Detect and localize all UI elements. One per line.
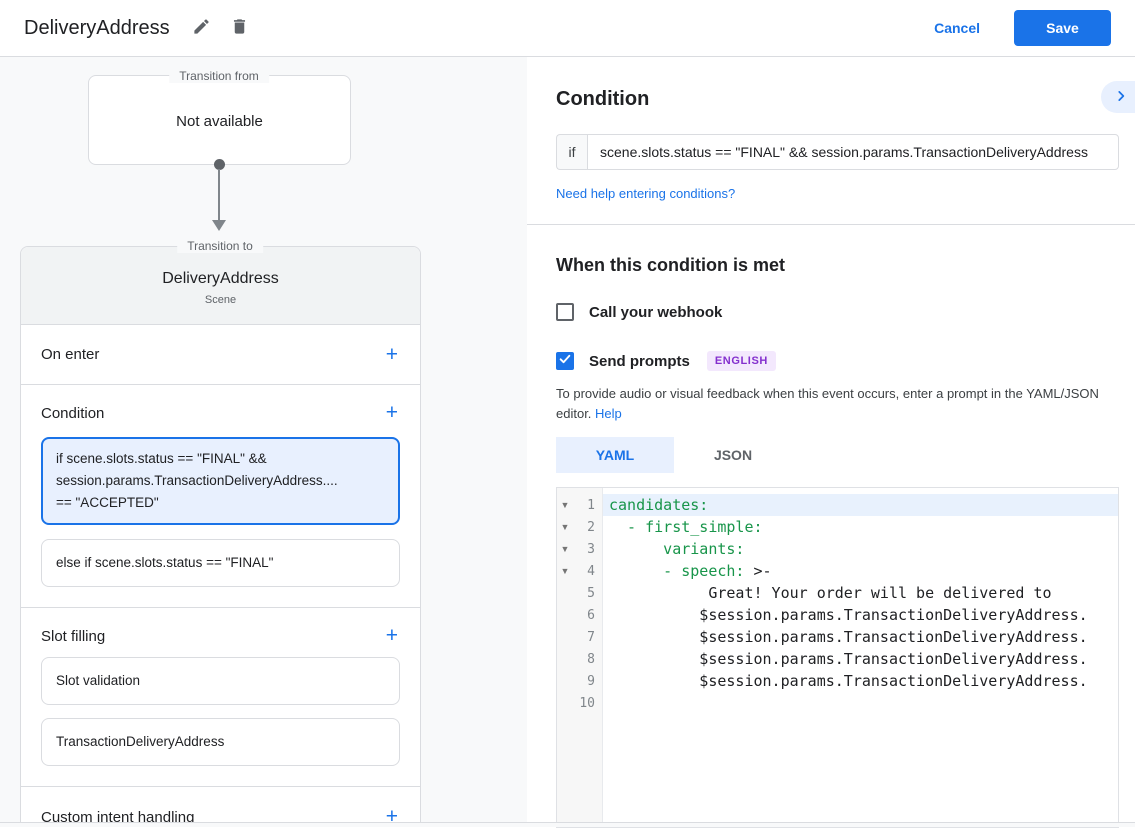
- line-number: 10: [579, 695, 595, 711]
- editor-code-area: candidates: - first_simple: variants: - …: [603, 488, 1118, 827]
- line-number: 4: [587, 563, 595, 579]
- send-prompts-label: Send prompts: [589, 352, 690, 370]
- webhook-row: Call your webhook: [556, 303, 1119, 321]
- code-line: $session.params.TransactionDeliveryAddre…: [609, 650, 1088, 668]
- language-badge: ENGLISH: [706, 351, 776, 371]
- checkmark-icon: [558, 352, 572, 371]
- collapse-panel-button[interactable]: [1101, 81, 1135, 113]
- flow-panel: Transition from Not available Transition…: [0, 57, 527, 823]
- scene-card-header: DeliveryAddress Scene: [21, 247, 420, 325]
- line-number: 2: [587, 519, 595, 535]
- arrow-down-icon: [212, 220, 226, 231]
- cancel-button[interactable]: Cancel: [934, 20, 980, 36]
- condition-heading: Condition: [556, 88, 650, 110]
- tab-yaml[interactable]: YAML: [556, 437, 674, 473]
- webhook-checkbox[interactable]: [556, 303, 574, 321]
- line-number: 5: [587, 585, 595, 601]
- section-divider: [527, 224, 1135, 225]
- line-number: 6: [587, 607, 595, 623]
- fold-arrow-icon[interactable]: ▼: [560, 566, 570, 576]
- on-enter-label: On enter: [41, 346, 100, 363]
- fold-arrow-icon[interactable]: ▼: [560, 522, 570, 532]
- code-line: $session.params.TransactionDeliveryAddre…: [609, 628, 1088, 646]
- condition-expression-input[interactable]: scene.slots.status == "FINAL" && session…: [587, 134, 1119, 170]
- fold-arrow-icon[interactable]: ▼: [560, 500, 570, 510]
- add-custom-intent-button[interactable]: +: [386, 806, 398, 822]
- if-label: if: [556, 134, 587, 170]
- code-line: - speech: >-: [609, 562, 772, 580]
- prompts-description: To provide audio or visual feedback when…: [556, 384, 1112, 424]
- scene-card: DeliveryAddress Scene On enter + Conditi…: [20, 246, 421, 823]
- add-slot-button[interactable]: +: [385, 624, 398, 647]
- line-number: 9: [587, 673, 595, 689]
- editor-gutter: ▼ 1 ▼ 2 ▼ 3 ▼ 4 5 6 7 8 9 10: [557, 488, 603, 827]
- transition-from-label: Transition from: [169, 69, 269, 83]
- condition-expression-row: if scene.slots.status == "FINAL" && sess…: [556, 134, 1119, 170]
- code-line: [603, 692, 1118, 714]
- page-title: DeliveryAddress: [24, 16, 170, 39]
- help-link[interactable]: Help: [595, 406, 622, 421]
- slot-card[interactable]: Slot validation: [41, 657, 400, 705]
- code-line: - first_simple:: [609, 518, 763, 536]
- save-button[interactable]: Save: [1014, 10, 1111, 46]
- transition-to-label: Transition to: [177, 239, 263, 253]
- code-line: $session.params.TransactionDeliveryAddre…: [609, 672, 1088, 690]
- scene-name: DeliveryAddress: [162, 270, 279, 287]
- custom-intent-label: Custom intent handling: [41, 808, 195, 823]
- condition-section-label: Condition: [41, 404, 105, 422]
- fold-arrow-icon[interactable]: ▼: [560, 544, 570, 554]
- condition-card-list: if scene.slots.status == "FINAL" &&sessi…: [41, 437, 400, 587]
- edit-title-button[interactable]: [188, 14, 216, 42]
- pencil-icon: [192, 17, 211, 39]
- when-condition-heading: When this condition is met: [556, 255, 785, 275]
- send-prompts-checkbox[interactable]: [556, 352, 574, 370]
- scene-type: Scene: [204, 294, 237, 306]
- on-enter-row: On enter +: [21, 325, 420, 385]
- code-line: variants:: [609, 540, 745, 558]
- line-number: 3: [587, 541, 595, 557]
- tab-json[interactable]: JSON: [713, 447, 753, 463]
- send-prompts-row: Send prompts ENGLISH: [556, 351, 1119, 371]
- custom-intent-row: Custom intent handling +: [21, 787, 420, 823]
- slot-filling-label: Slot filling: [41, 627, 106, 645]
- transition-from-value: Not available: [176, 113, 263, 130]
- line-number: 1: [587, 497, 595, 513]
- connector-line: [218, 169, 220, 221]
- prompts-description-text: To provide audio or visual feedback when…: [556, 386, 1099, 421]
- condition-section: Condition + if scene.slots.status == "FI…: [21, 385, 420, 608]
- code-line: $session.params.TransactionDeliveryAddre…: [609, 606, 1088, 624]
- add-on-enter-button[interactable]: +: [385, 342, 398, 366]
- bottom-strip: [0, 822, 1135, 827]
- add-condition-button[interactable]: +: [385, 401, 398, 424]
- condition-detail-panel: Condition if scene.slots.status == "FINA…: [527, 57, 1135, 828]
- yaml-editor[interactable]: ▼ 1 ▼ 2 ▼ 3 ▼ 4 5 6 7 8 9 10 candidates: - first_simp…: [556, 487, 1119, 828]
- condition-card-selected[interactable]: if scene.slots.status == "FINAL" &&sessi…: [41, 437, 400, 525]
- chevron-right-icon: [1114, 89, 1128, 106]
- condition-help-link[interactable]: Need help entering conditions?: [556, 186, 736, 201]
- trash-icon: [230, 17, 249, 39]
- top-bar: DeliveryAddress Cancel Save: [0, 0, 1135, 57]
- delete-scene-button[interactable]: [226, 14, 254, 42]
- webhook-label: Call your webhook: [589, 303, 723, 321]
- slot-card[interactable]: TransactionDeliveryAddress: [41, 718, 400, 766]
- connector-dot: [214, 159, 225, 170]
- code-line: Great! Your order will be delivered to: [609, 584, 1052, 602]
- format-tabs: YAML JSON: [556, 437, 1119, 473]
- code-line: candidates:: [603, 494, 1118, 516]
- transition-from-box: Not available: [88, 75, 351, 165]
- line-number: 7: [587, 629, 595, 645]
- condition-card[interactable]: else if scene.slots.status == "FINAL": [41, 539, 400, 587]
- line-number: 8: [587, 651, 595, 667]
